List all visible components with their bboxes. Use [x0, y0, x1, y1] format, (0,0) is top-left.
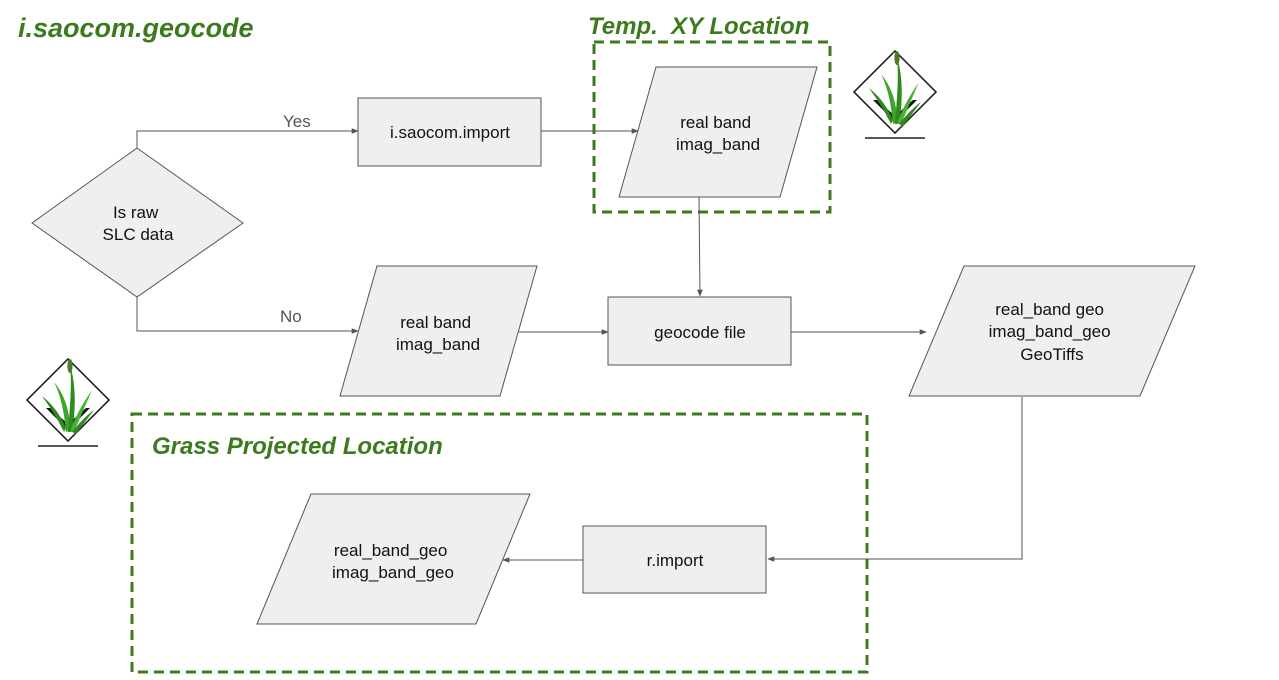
process-geocode-file: geocode file	[607, 296, 792, 366]
group-temp-xy-location: Temp. XY Location	[588, 13, 832, 214]
decision-line-2: SLC data	[103, 225, 174, 244]
decision-shape	[31, 147, 244, 298]
group-grass-projected-border	[130, 412, 869, 674]
edge-label-yes: Yes	[283, 112, 311, 131]
data-geotiffs-line-1: real_band geo	[995, 300, 1104, 319]
data-raw-line-2: imag_band	[396, 335, 480, 354]
data-raw-label: real band imag_band	[396, 313, 480, 354]
data-final-line-2: imag_band_geo	[332, 563, 454, 582]
data-raw-shape	[339, 265, 538, 397]
process-i-saocom-import: i.saocom.import	[357, 97, 542, 167]
process-import-shape	[357, 97, 542, 167]
edges	[136, 128, 1023, 563]
data-geotiffs-label: real_band geo imag_band_geo GeoTiffs	[989, 300, 1116, 364]
data-final-label: real_band_geo imag_band_geo	[332, 541, 454, 582]
data-raw-bands: real band imag_band	[339, 265, 538, 397]
data-temp-shape	[618, 66, 818, 198]
data-temp-line-2: imag_band	[676, 135, 760, 154]
decision-line-1: Is raw	[113, 203, 159, 222]
data-temp-line-1: real band	[680, 113, 751, 132]
data-temp-label: real band imag_band	[676, 113, 760, 154]
data-geotiffs: real_band geo imag_band_geo GeoTiffs	[908, 265, 1196, 397]
edge-temp-to-geocode	[697, 196, 703, 297]
edge-yes	[136, 128, 359, 148]
group-grass-projected-label: Grass Projected Location	[152, 433, 443, 460]
process-r-import-shape	[582, 525, 767, 594]
data-geotiffs-line-3: GeoTiffs	[1020, 345, 1083, 364]
data-final-geo-bands: real_band_geo imag_band_geo	[256, 493, 531, 625]
edge-label-no: No	[280, 307, 302, 326]
data-final-line-1: real_band_geo	[334, 541, 447, 560]
diagram-title: i.saocom.geocode	[18, 13, 254, 43]
grass-gis-logo-icon	[853, 50, 937, 139]
decision-label: Is raw SLC data	[103, 203, 174, 244]
data-final-shape	[256, 493, 531, 625]
process-r-import: r.import	[582, 525, 767, 594]
group-temp-xy-border	[592, 40, 832, 214]
process-geocode-label: geocode file	[654, 323, 746, 342]
edge-no	[136, 297, 359, 334]
data-raw-line-1: real band	[400, 313, 471, 332]
group-temp-xy-label: Temp. XY Location	[588, 13, 809, 40]
grass-gis-logo-icon	[26, 358, 110, 447]
process-import-label: i.saocom.import	[390, 123, 510, 142]
group-grass-projected-location: Grass Projected Location	[130, 412, 869, 674]
edge-geotiffs-to-rimport	[767, 397, 1023, 562]
decision-is-raw-slc: Is raw SLC data	[31, 147, 244, 298]
process-r-import-label: r.import	[647, 551, 704, 570]
data-geotiffs-line-2: imag_band_geo	[989, 322, 1111, 341]
process-geocode-shape	[607, 296, 792, 366]
data-geotiffs-shape	[908, 265, 1196, 397]
data-temp-bands: real band imag_band	[618, 66, 818, 198]
